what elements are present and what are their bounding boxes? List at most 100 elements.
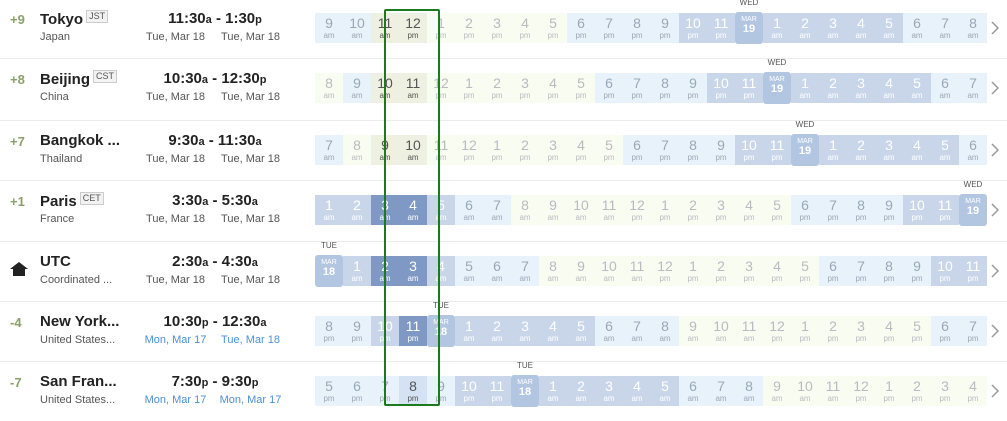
chevron-right-icon[interactable] bbox=[991, 264, 1000, 278]
chevron-right-icon[interactable] bbox=[991, 81, 1000, 95]
chevron-right-icon[interactable] bbox=[991, 21, 1000, 35]
chevron-right-icon[interactable] bbox=[991, 324, 1000, 338]
chevron-right-icon[interactable] bbox=[991, 384, 1000, 398]
